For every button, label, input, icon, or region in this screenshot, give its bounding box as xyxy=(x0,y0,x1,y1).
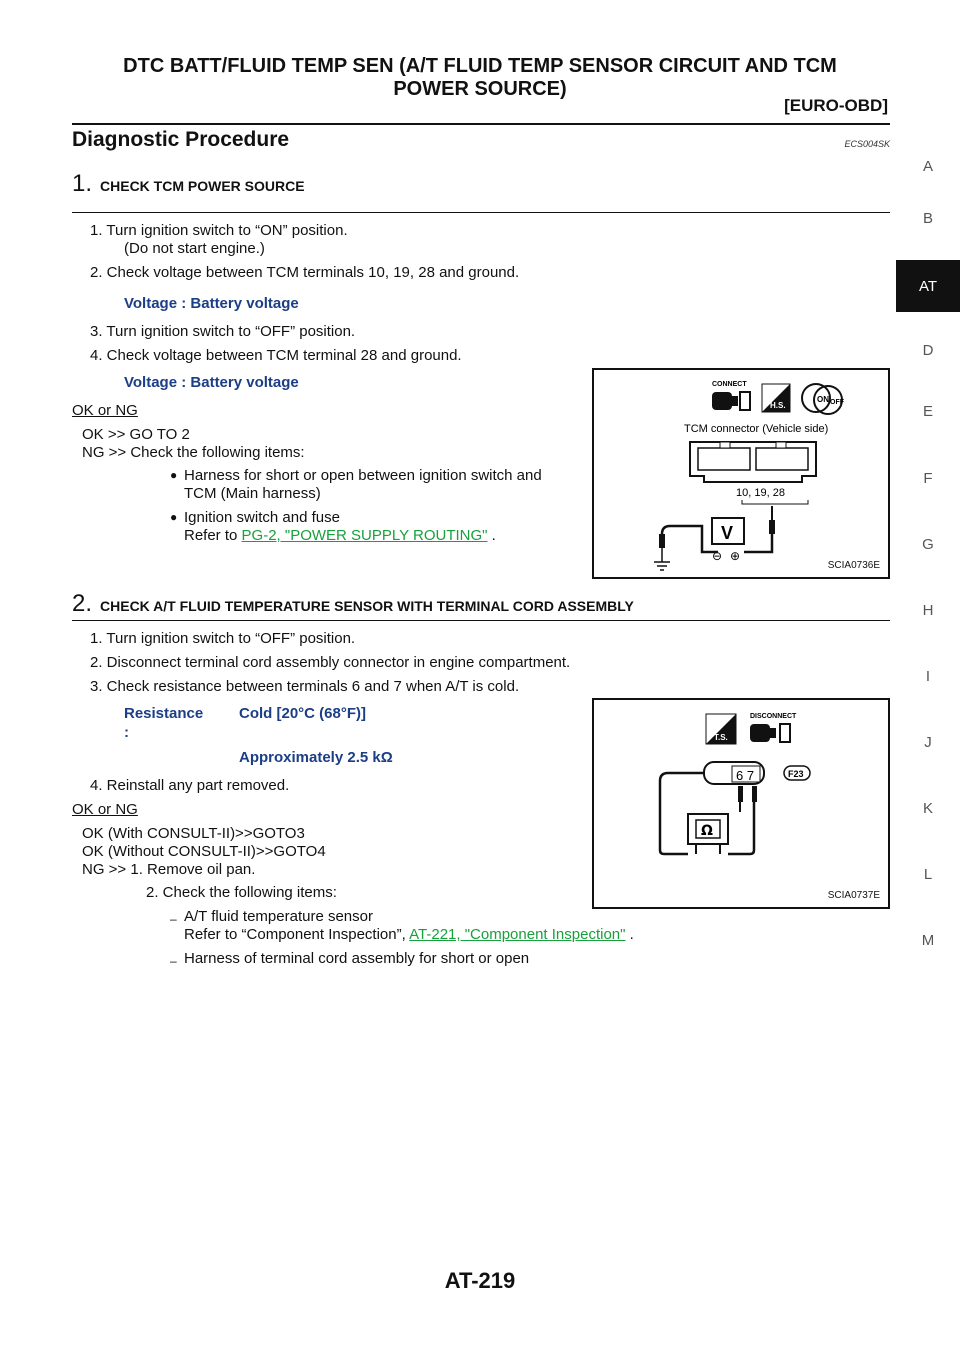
probe xyxy=(769,520,775,534)
resistance-spec-condition: Cold [20°C (68°F)] xyxy=(239,705,367,722)
step1-instruction-4: 4. Check voltage between TCM terminal 28… xyxy=(90,347,462,364)
step2-ok-with-consult: OK (With CONSULT-II)>>GOTO3 xyxy=(82,825,305,842)
ignition-key-icon xyxy=(801,383,831,413)
bullet-icon: ● xyxy=(170,510,178,524)
step1-ok-result: OK >> GO TO 2 xyxy=(82,426,190,443)
step1-ok-or-ng: OK or NG xyxy=(72,402,138,419)
step1-divider xyxy=(72,212,890,213)
step2-ok-without-consult: OK (Without CONSULT-II)>>GOTO4 xyxy=(82,843,326,860)
header-title-line2: POWER SOURCE) xyxy=(393,78,567,100)
connector-id-badge xyxy=(783,765,811,781)
step2-title: CHECK A/T FLUID TEMPERATURE SENSOR WITH … xyxy=(100,598,634,614)
step1-check-item-1: Harness for short or open between igniti… xyxy=(184,467,542,484)
step1-spec-2: Voltage : Battery voltage xyxy=(124,374,299,391)
connector-pins-label: 6 7 xyxy=(736,768,754,783)
page-header-title: DTC BATT/FLUID TEMP SEN (A/T FLUID TEMP … xyxy=(60,55,900,101)
resistance-spec-label: Resistance xyxy=(124,705,204,722)
probe xyxy=(738,786,743,802)
step2-instruction-1: 1. Turn ignition switch to “OFF” positio… xyxy=(90,630,356,647)
header-title-line1: DTC BATT/FLUID TEMP SEN (A/T FLUID TEMP … xyxy=(123,55,837,77)
component-inspection-link[interactable]: AT-221, "Component Inspection" xyxy=(409,926,626,943)
svg-text:T.S.: T.S. xyxy=(714,733,728,742)
voltmeter-icon xyxy=(711,517,745,545)
step1-instruction-1: 1. Turn ignition switch to “ON” position… xyxy=(90,222,348,239)
tcm-connector-shell xyxy=(689,441,817,483)
sidebar-item-f[interactable]: F xyxy=(923,469,933,487)
svg-text:H.S.: H.S. xyxy=(770,401,786,410)
step1-ng-result: NG >> Check the following items: xyxy=(82,444,305,461)
tcm-connector-diagram: CONNECT H.S. ON OFF TCM connector (Vehic… xyxy=(654,381,845,571)
power-supply-routing-link[interactable]: PG-2, "POWER SUPPLY ROUTING" xyxy=(241,527,488,544)
terminal-cord-figure: T.S. DISCONNECT 6 7 F23 Ω SCIA0737E xyxy=(592,698,890,909)
terminals-label: 10, 19, 28 xyxy=(736,487,785,499)
header-divider xyxy=(72,123,890,125)
step2-instruction-3: 3. Check resistance between terminals 6 … xyxy=(90,678,520,695)
tcm-connector-figure: CONNECT H.S. ON OFF TCM connector (Vehic… xyxy=(592,368,890,579)
svg-text:⊖: ⊖ xyxy=(712,549,722,563)
step1-number: 1. xyxy=(72,170,93,197)
svg-text:Ω: Ω xyxy=(701,823,713,839)
step2-heading: 2. CHECK A/T FLUID TEMPERATURE SENSOR WI… xyxy=(72,590,634,618)
svg-text:⊕: ⊕ xyxy=(730,549,740,563)
step2-number: 2. xyxy=(72,590,93,617)
resistance-spec-value: Approximately 2.5 kΩ xyxy=(239,749,393,766)
connect-label: CONNECT xyxy=(712,381,747,388)
step2-instruction-2: 2. Disconnect terminal cord assembly con… xyxy=(90,654,571,671)
step1-instruction-1-note: (Do not start engine.) xyxy=(124,240,265,257)
sidebar-item-b[interactable]: B xyxy=(922,209,933,227)
step1-heading: 1. CHECK TCM POWER SOURCE xyxy=(72,170,305,198)
figure-label: SCIA0736E xyxy=(827,560,880,571)
step2-ng-check: 2. Check the following items: xyxy=(146,884,337,901)
step1-check-item-2-ref: Refer to PG-2, "POWER SUPPLY ROUTING" . xyxy=(184,527,496,544)
step1-check-item-2: Ignition switch and fuse xyxy=(184,509,340,526)
section-title: Diagnostic Procedure xyxy=(72,128,290,151)
step2-check-item-1-ref: Refer to “Component Inspection”, AT-221,… xyxy=(184,926,634,943)
resistance-spec-colon: : xyxy=(124,724,129,741)
step2-ng-result: NG >> 1. Remove oil pan. xyxy=(82,861,256,878)
step2-instruction-4: 4. Reinstall any part removed. xyxy=(90,777,290,794)
sidebar-item-k[interactable]: K xyxy=(922,799,933,817)
sidebar-item-a[interactable]: A xyxy=(922,157,933,175)
sidebar-item-j[interactable]: J xyxy=(924,733,932,751)
header-subtitle: [EURO-OBD] xyxy=(784,96,888,115)
connector-icon xyxy=(750,724,770,742)
step1-instruction-2: 2. Check voltage between TCM terminals 1… xyxy=(90,264,520,281)
sidebar-item-at[interactable]: AT xyxy=(896,260,960,312)
svg-text:ON: ON xyxy=(817,395,829,404)
step1-title: CHECK TCM POWER SOURCE xyxy=(100,178,305,194)
svg-text:F23: F23 xyxy=(788,769,804,779)
step2-ok-or-ng: OK or NG xyxy=(72,801,138,818)
sidebar-item-l[interactable]: L xyxy=(923,865,933,883)
terminal-cord-diagram: T.S. DISCONNECT 6 7 F23 Ω xyxy=(658,713,811,856)
step2-check-item-2: Harness of terminal cord assembly for sh… xyxy=(184,950,530,967)
sidebar-item-g[interactable]: G xyxy=(922,535,934,553)
disconnect-label: DISCONNECT xyxy=(750,713,797,720)
section-code: ECS004SK xyxy=(844,139,890,149)
sidebar-item-m[interactable]: M xyxy=(921,931,935,949)
sidebar-item-d[interactable]: D xyxy=(922,341,934,359)
step1-instruction-3: 3. Turn ignition switch to “OFF” positio… xyxy=(90,323,356,340)
step1-check-item-1-cont: TCM (Main harness) xyxy=(184,485,321,502)
dash-icon: – xyxy=(170,912,177,926)
sidebar-item-i[interactable]: I xyxy=(925,667,931,685)
tcm-connector-caption: TCM connector (Vehicle side) xyxy=(684,423,828,435)
step1-spec-1: Voltage : Battery voltage xyxy=(124,295,299,312)
page-number: AT-219 xyxy=(444,1268,516,1293)
bullet-icon: ● xyxy=(170,468,178,482)
dash-icon: – xyxy=(170,954,177,968)
sidebar-item-e[interactable]: E xyxy=(922,402,933,420)
step2-check-item-1: A/T fluid temperature sensor xyxy=(184,908,373,925)
step2-divider xyxy=(72,620,890,621)
sidebar-item-h[interactable]: H xyxy=(922,601,934,619)
svg-text:V: V xyxy=(721,523,733,543)
svg-text:OFF: OFF xyxy=(830,399,845,406)
figure-label: SCIA0737E xyxy=(827,890,880,901)
connector-icon xyxy=(712,392,732,410)
